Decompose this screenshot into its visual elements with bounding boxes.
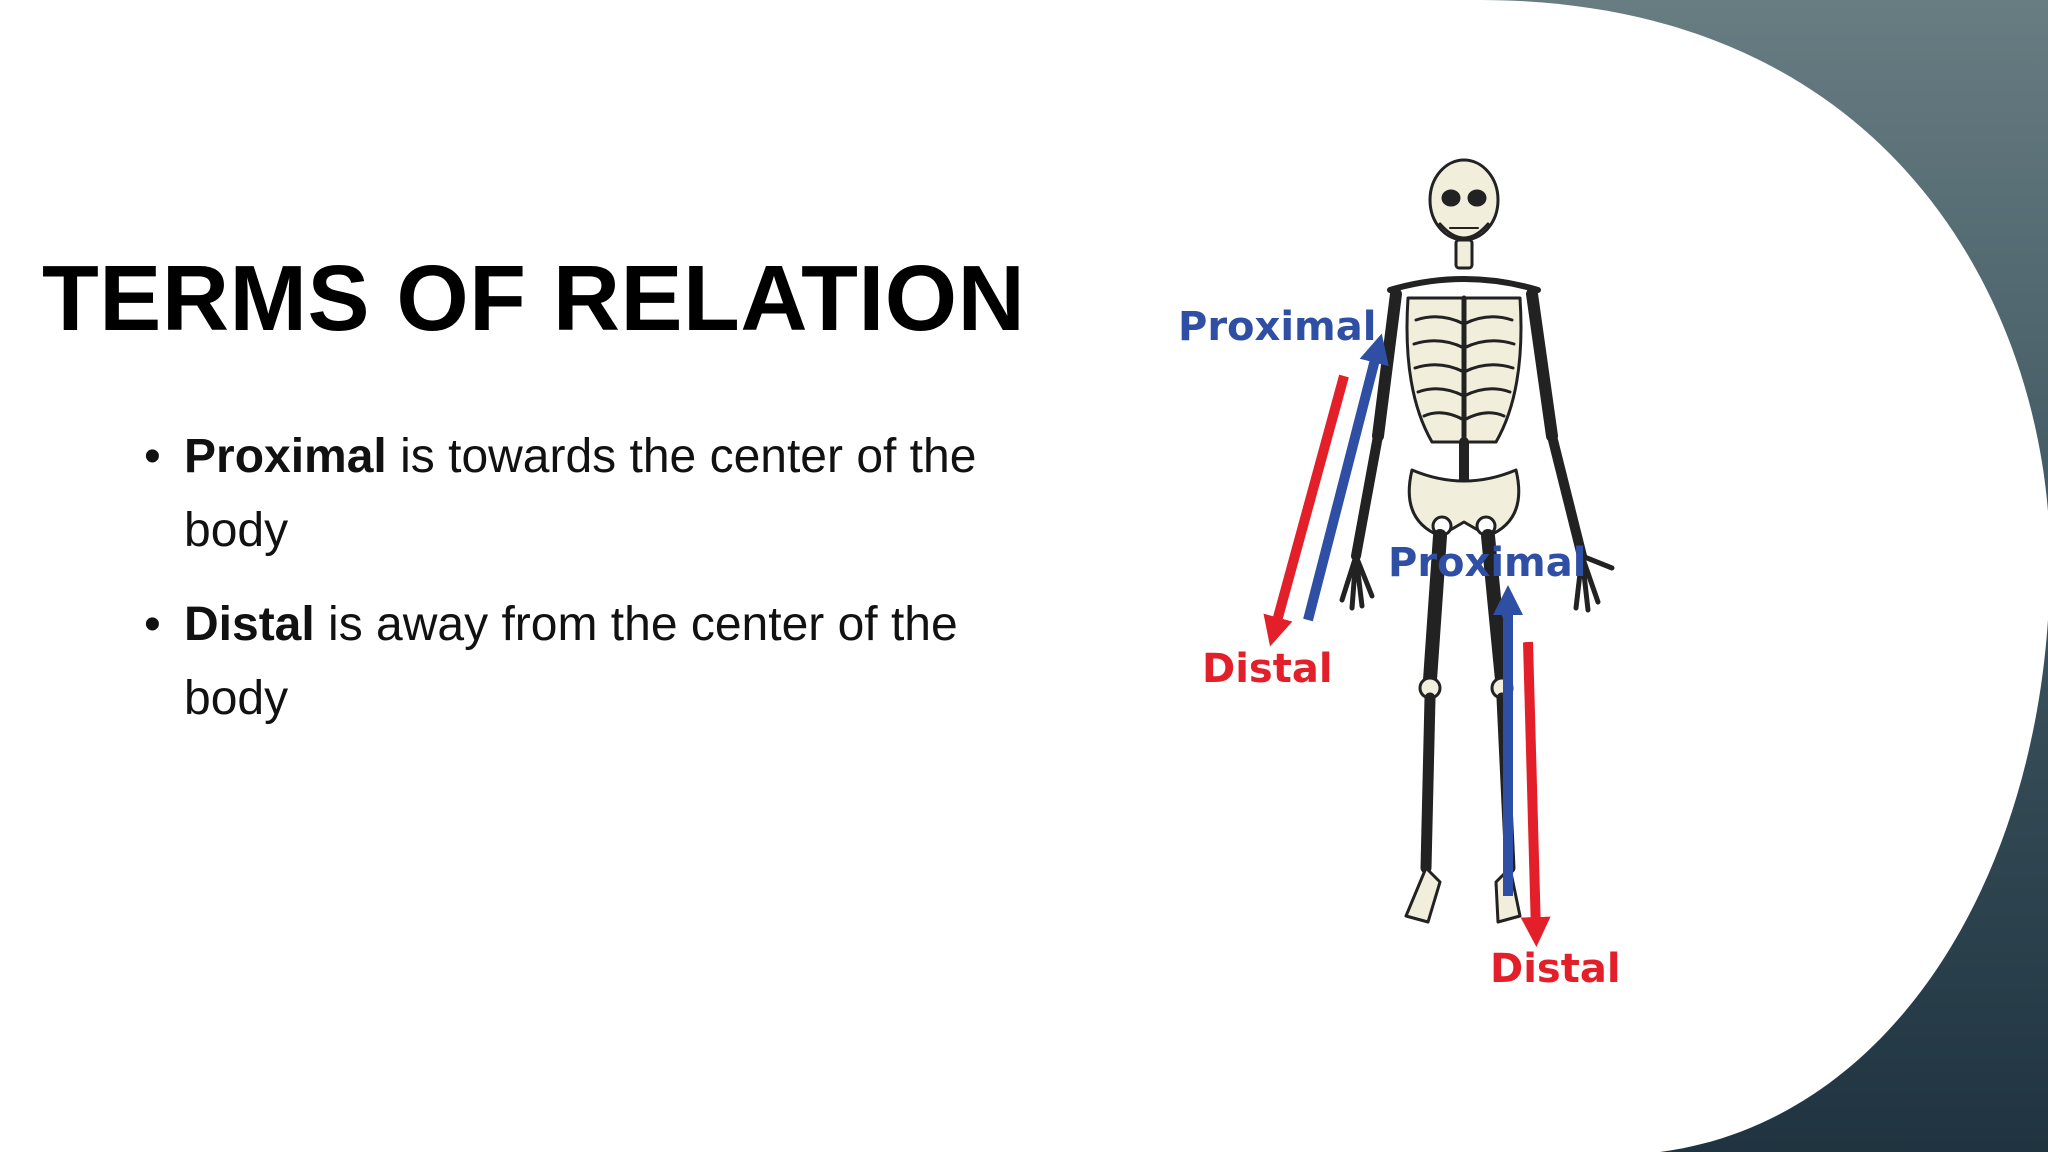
- bullet-item-distal: • Distal is away from the center of the …: [144, 588, 1044, 736]
- bullet-term: Proximal: [184, 430, 387, 483]
- bullet-text: is away from the center of the body: [184, 598, 958, 725]
- arm-proximal-label: Proximal: [1178, 304, 1376, 350]
- bullet-text: is towards the center of the body: [184, 430, 977, 557]
- bullet-dot: •: [144, 430, 161, 483]
- skeleton-figure: Proximal Distal Proximal Distal: [1178, 158, 1621, 992]
- leg-distal-arrow: [1520, 641, 1551, 947]
- bullet-list: • Proximal is towards the center of the …: [144, 420, 1044, 756]
- arm-proximal-arrow: [1303, 333, 1389, 622]
- leg-distal-label: Distal: [1490, 946, 1621, 992]
- bullet-item-proximal: • Proximal is towards the center of the …: [144, 420, 1044, 568]
- bullet-dot: •: [144, 598, 161, 651]
- slide-title: TERMS OF RELATION: [42, 246, 1026, 350]
- arm-distal-arrow: [1263, 374, 1349, 647]
- bullet-term: Distal: [184, 598, 315, 651]
- arm-distal-label: Distal: [1202, 646, 1333, 692]
- leg-proximal-label: Proximal: [1388, 540, 1586, 586]
